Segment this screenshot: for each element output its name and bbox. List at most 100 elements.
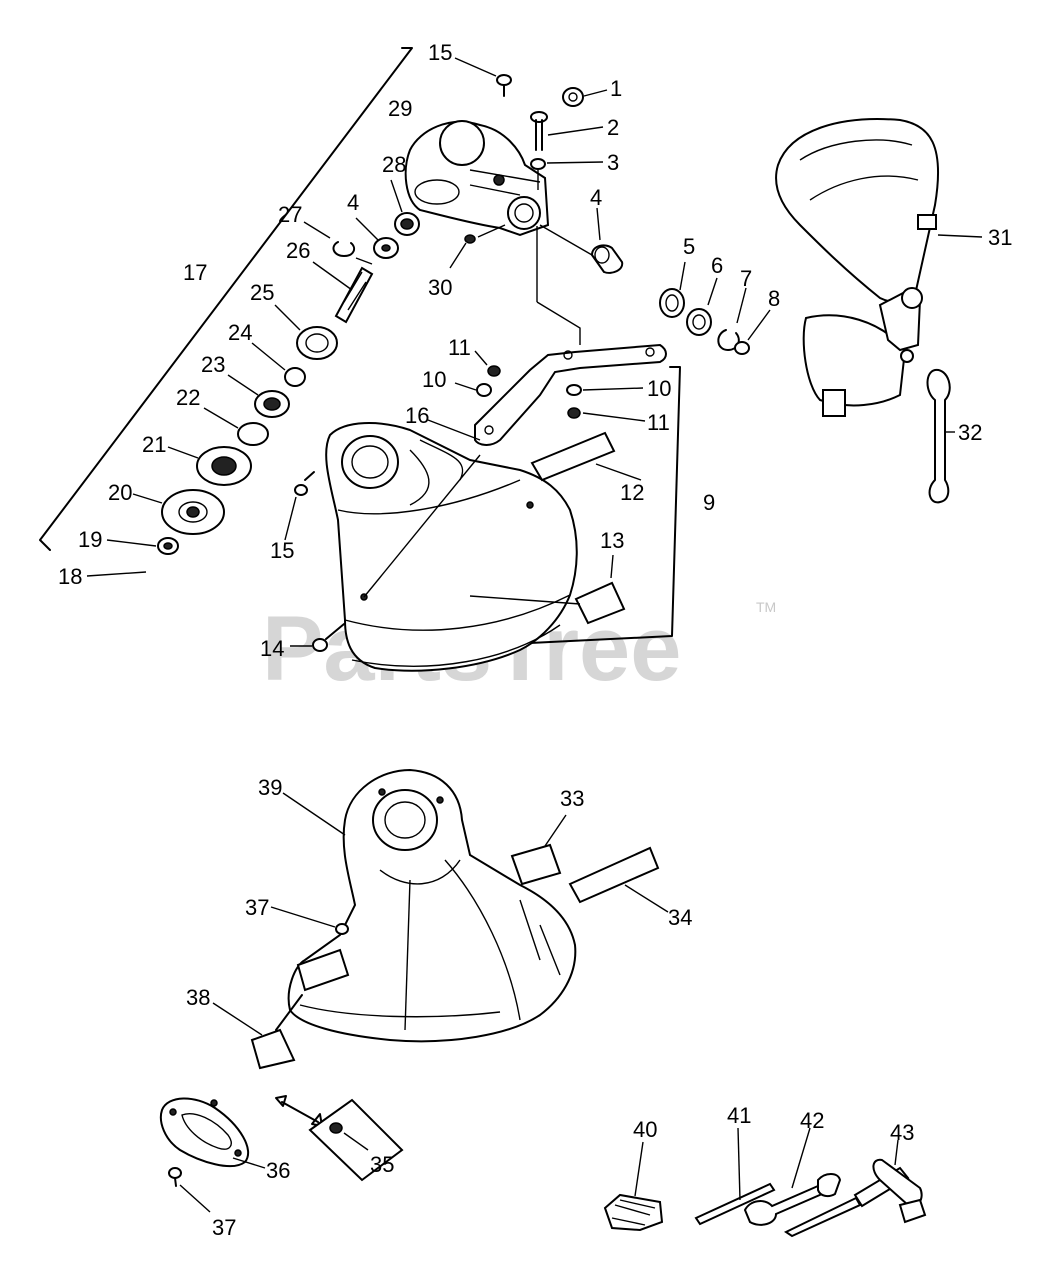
circlip-7 xyxy=(717,329,740,351)
callout-15-guard: 15 xyxy=(270,538,294,563)
screw-37-bottom xyxy=(168,1167,182,1187)
guard-39 xyxy=(287,768,577,1043)
callout-6: 6 xyxy=(711,253,723,278)
callout-14: 14 xyxy=(260,636,284,661)
callout-4-left: 4 xyxy=(347,190,359,215)
bracket-17 xyxy=(39,47,413,551)
shaft-26 xyxy=(334,266,374,324)
gear-28 xyxy=(394,212,420,236)
bearing-6 xyxy=(686,308,712,336)
callout-29: 29 xyxy=(388,96,412,121)
callout-34: 34 xyxy=(668,905,692,930)
nut-11-right xyxy=(567,407,581,419)
callout-3: 3 xyxy=(607,150,619,175)
screw-15-top xyxy=(496,74,512,97)
o-ring-8 xyxy=(734,341,750,355)
decal-33 xyxy=(510,843,562,886)
callout-20: 20 xyxy=(108,480,132,505)
callout-16: 16 xyxy=(405,403,429,428)
callout-23: 23 xyxy=(201,352,225,377)
callout-24: 24 xyxy=(228,320,252,345)
callout-26: 26 xyxy=(286,238,310,263)
carabiner-32 xyxy=(926,368,951,504)
gear-head-29 xyxy=(404,120,550,237)
pin-18 xyxy=(86,571,147,577)
bolt-2 xyxy=(530,111,548,151)
callout-8: 8 xyxy=(768,286,780,311)
adapter-20 xyxy=(161,489,225,535)
callout-37-bottom: 37 xyxy=(212,1215,236,1240)
washer-3 xyxy=(530,158,546,170)
callout-21: 21 xyxy=(142,432,166,457)
washer-10-right xyxy=(566,384,582,396)
screw-37-guard xyxy=(335,923,349,935)
card-35 xyxy=(308,1098,404,1182)
o-ring-22 xyxy=(237,422,269,446)
callout-32: 32 xyxy=(958,420,982,445)
plug-wrench-43 xyxy=(783,1158,927,1238)
callout-30: 30 xyxy=(428,275,452,300)
callout-39: 39 xyxy=(258,775,282,800)
callout-13: 13 xyxy=(600,528,624,553)
callout-25: 25 xyxy=(250,280,274,305)
callout-4-right: 4 xyxy=(590,185,602,210)
callout-19: 19 xyxy=(78,527,102,552)
callout-10-left: 10 xyxy=(422,367,446,392)
callout-9: 9 xyxy=(703,490,715,515)
callout-38: 38 xyxy=(186,985,210,1010)
callout-11-left: 11 xyxy=(448,335,471,360)
tool-bag-40 xyxy=(603,1193,664,1232)
bearing-5 xyxy=(659,288,685,318)
callout-31: 31 xyxy=(988,225,1012,250)
gasket-36 xyxy=(160,1097,250,1167)
callout-41: 41 xyxy=(727,1103,751,1128)
bearing-25 xyxy=(296,326,338,360)
decal-12 xyxy=(530,431,616,482)
callout-5: 5 xyxy=(683,234,695,259)
rod-41 xyxy=(694,1182,776,1226)
snap-ring-27 xyxy=(332,241,356,257)
callout-43: 43 xyxy=(890,1120,914,1145)
washer-4-left xyxy=(373,237,399,259)
decal-13 xyxy=(574,581,626,625)
callout-28: 28 xyxy=(382,152,406,177)
bracket-9 xyxy=(529,366,681,644)
screw-15-guard xyxy=(294,471,315,496)
callout-33: 33 xyxy=(560,786,584,811)
bushing-4-right xyxy=(590,244,624,274)
washer-23 xyxy=(254,390,290,418)
callout-15-top: 15 xyxy=(428,40,452,65)
callout-11-right: 11 xyxy=(647,410,670,435)
washer-10-left xyxy=(476,383,492,397)
callout-10-right: 10 xyxy=(647,376,671,401)
nut-1 xyxy=(562,87,584,107)
callout-36: 36 xyxy=(266,1158,290,1183)
callout-12: 12 xyxy=(620,480,644,505)
callout-40: 40 xyxy=(633,1117,657,1142)
nut-19 xyxy=(157,537,179,555)
decal-34 xyxy=(568,846,660,904)
nut-30 xyxy=(464,234,476,244)
callout-18: 18 xyxy=(58,564,82,589)
callout-17: 17 xyxy=(183,260,207,285)
wrench-42 xyxy=(743,1173,842,1226)
callout-27: 27 xyxy=(278,202,302,227)
nut-11-left xyxy=(487,365,501,377)
callout-2: 2 xyxy=(607,115,619,140)
spacer-24 xyxy=(284,367,306,387)
watermark-trademark: TM xyxy=(756,599,776,615)
grass-guard xyxy=(325,422,578,672)
screw-14 xyxy=(312,623,345,652)
callout-37-guard: 37 xyxy=(245,895,269,920)
drive-cup-21 xyxy=(196,446,252,486)
callout-1: 1 xyxy=(610,76,622,101)
double-arrow xyxy=(275,1095,323,1127)
guard-bracket xyxy=(474,343,667,446)
shoulder-strap-31 xyxy=(775,118,940,417)
line-cutter-38 xyxy=(250,994,303,1070)
callout-35: 35 xyxy=(370,1152,394,1177)
callout-7: 7 xyxy=(740,266,752,291)
callout-42: 42 xyxy=(800,1108,824,1133)
